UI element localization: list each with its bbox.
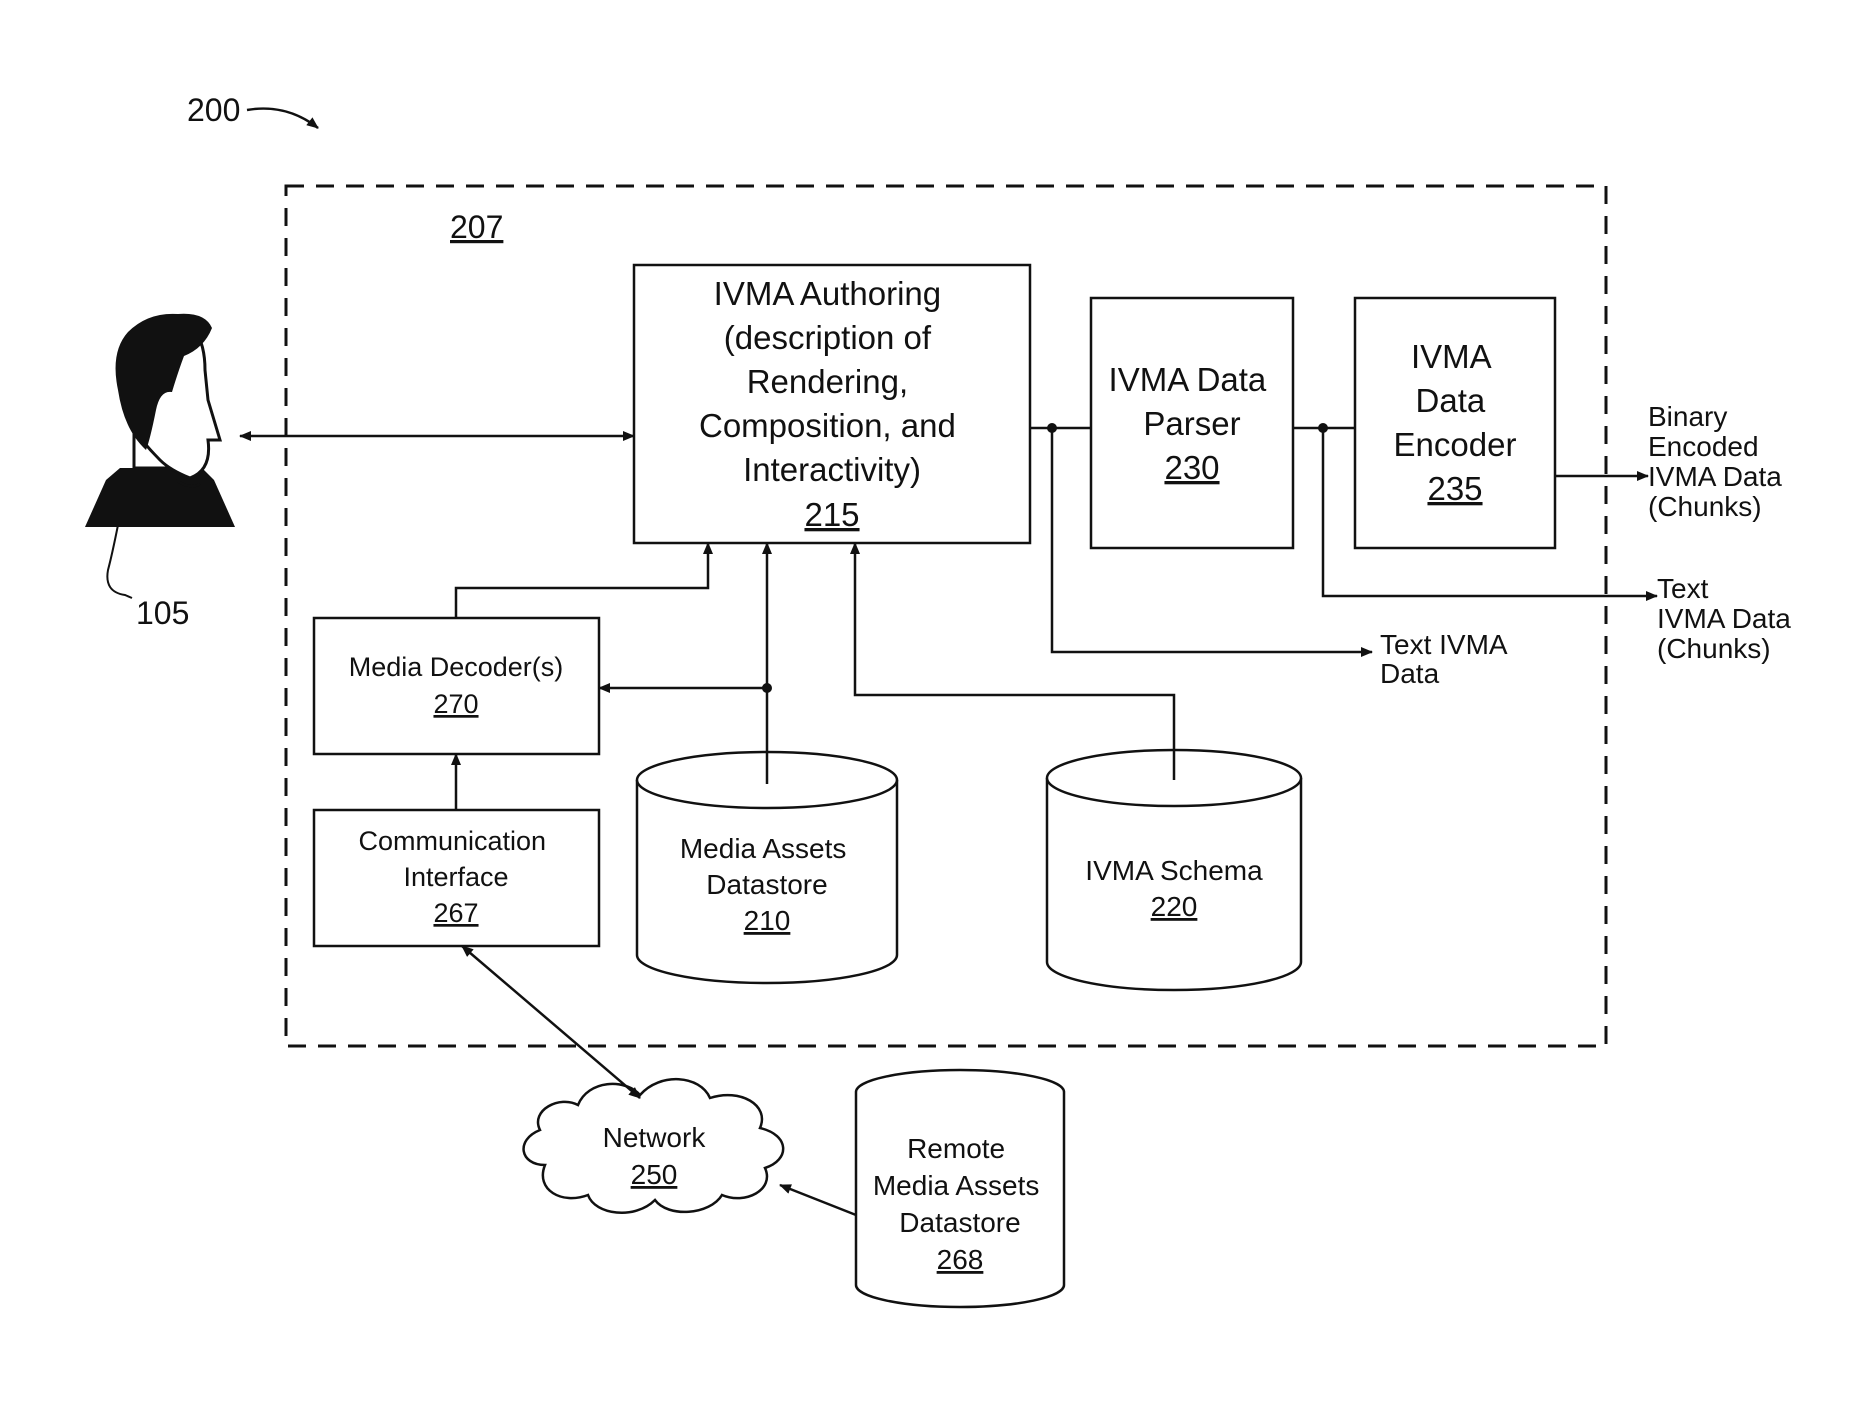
figure-pointer-arrow (247, 109, 318, 128)
communication-interface-ref: 267 (433, 898, 478, 928)
user-person-icon (85, 314, 235, 598)
authoring-box: IVMA Authoring (description of Rendering… (634, 265, 1030, 543)
user-ref: 105 (136, 595, 189, 631)
media-assets-ref: 210 (744, 905, 791, 936)
schema-authoring-link (855, 543, 1174, 780)
svg-text:Communication Interface: Communication Interface (358, 826, 553, 892)
svg-text:IVMA Data Encoder: IVMA Data Encoder (1394, 338, 1517, 463)
communication-interface-box: Communication Interface 267 (314, 810, 599, 946)
svg-text:IVMA Schema: IVMA Schema (1085, 855, 1263, 886)
parser-box: IVMA Data Parser 230 (1091, 298, 1293, 548)
svg-text:IVMA Data Parser: IVMA Data Parser (1109, 361, 1276, 442)
text-chunks-output-label: Text IVMA Data (Chunks) (1657, 573, 1799, 664)
text-ivma-output-label: Text IVMA Data (1380, 629, 1514, 689)
ivma-schema-ref: 220 (1151, 891, 1198, 922)
binary-output-label: Binary Encoded IVMA Data (Chunks) (1648, 401, 1790, 522)
media-decoder-ref: 270 (433, 689, 478, 719)
ivma-schema-datastore: IVMA Schema 220 (1047, 750, 1301, 990)
system-boundary (286, 186, 1606, 1046)
encoder-box: IVMA Data Encoder 235 (1355, 298, 1555, 548)
parser-ref: 230 (1164, 449, 1219, 486)
remote-network-link (780, 1185, 856, 1215)
remote-media-assets-ref: 268 (937, 1244, 984, 1275)
media-decoder-box: Media Decoder(s) 270 (314, 618, 599, 754)
svg-text:Media Decoder(s): Media Decoder(s) (349, 652, 564, 682)
interface-network-link (462, 946, 640, 1098)
svg-text:IVMA Authoring (descript: IVMA Authoring (description of Rendering… (699, 275, 965, 488)
decoder-authoring-link (456, 543, 708, 618)
figure-number: 200 (187, 92, 240, 128)
encoder-ref: 235 (1427, 470, 1482, 507)
network-cloud-icon: Network 250 (524, 1079, 784, 1213)
remote-media-assets-datastore: Remote Media Assets Datastore 268 (856, 1070, 1064, 1307)
media-assets-datastore: Media Assets Datastore 210 (637, 752, 897, 983)
network-ref: 250 (631, 1159, 678, 1190)
system-ref: 207 (450, 209, 503, 245)
svg-text:Network: Network (603, 1122, 707, 1153)
authoring-ref: 215 (804, 496, 859, 533)
